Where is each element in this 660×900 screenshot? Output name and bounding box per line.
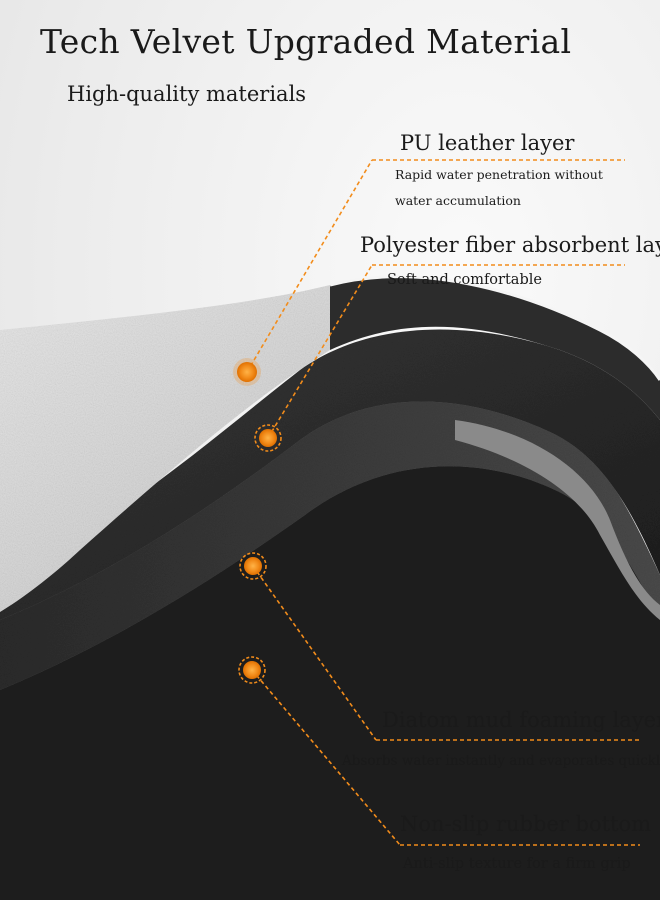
layer-desc-pu-line2: water accumulation bbox=[395, 193, 521, 208]
layer-label-diatom: Diatom mud foaming layer bbox=[382, 708, 660, 732]
rubber-layer-shape bbox=[0, 428, 660, 900]
polyester-layer-shape bbox=[0, 329, 660, 620]
pu-edge-highlight bbox=[329, 275, 660, 381]
marker-pu bbox=[233, 358, 261, 386]
page-subtitle: High-quality materials bbox=[67, 82, 307, 106]
edge-strip bbox=[455, 420, 660, 620]
marker-polyester bbox=[254, 424, 282, 452]
leader-line-pu bbox=[246, 159, 373, 373]
diatom-layer-shape bbox=[0, 391, 660, 690]
page-title: Tech Velvet Upgraded Material bbox=[40, 22, 572, 61]
layer-desc-diatom: Absorbs water instantly and evaporates q… bbox=[342, 753, 660, 769]
layer-label-polyester: Polyester fiber absorbent layer bbox=[360, 233, 660, 257]
leader-line-rubber bbox=[251, 669, 401, 846]
layer-desc-polyester: Soft and comfortable bbox=[387, 272, 542, 288]
marker-rubber bbox=[238, 656, 266, 684]
pu-edge bbox=[330, 276, 660, 420]
leader-line-diatom bbox=[252, 565, 377, 741]
layer-desc-pu-line1: Rapid water penetration without bbox=[395, 167, 603, 182]
layer-label-pu: PU leather layer bbox=[400, 131, 575, 155]
leader-line-polyester bbox=[267, 264, 373, 439]
layer-desc-rubber: Anti-slip texture for a firm grip bbox=[403, 856, 631, 872]
layer-label-rubber: Non-slip rubber bottom bbox=[400, 812, 652, 836]
pu-layer-shape bbox=[0, 277, 460, 612]
marker-diatom bbox=[239, 552, 267, 580]
